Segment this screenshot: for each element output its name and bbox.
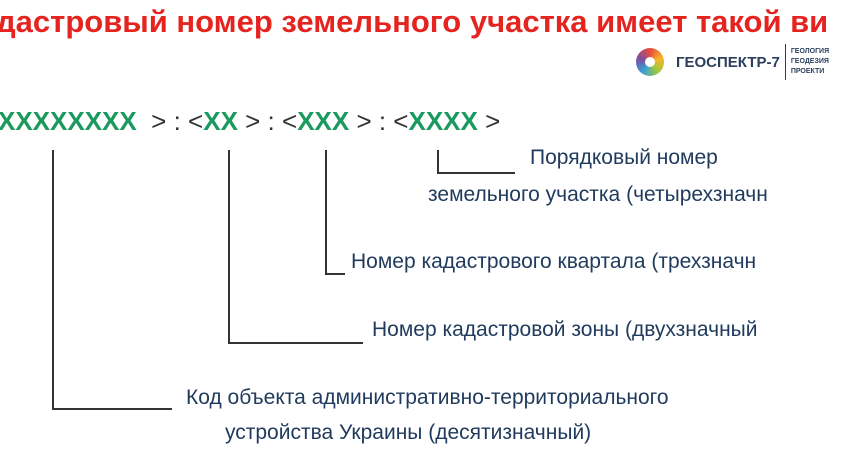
connector-line (437, 172, 515, 174)
logo-subtitle: ГЕОЛОГИЯ ГЕОДЕЗИЯ ПРОЕКТИ (791, 47, 829, 77)
separator: > : < (237, 106, 298, 136)
connector-line (228, 342, 363, 344)
connector-line (325, 150, 327, 275)
koatuu-label: Код объекта административно-территориаль… (186, 386, 669, 409)
logo-name: ГЕОСПЕКТР-7 (676, 53, 780, 71)
separator: > (477, 106, 501, 136)
quarter-placeholder: XXX (297, 106, 350, 136)
plot-label: земельного участка (четырехзначн (428, 183, 768, 206)
connector-line (437, 150, 439, 174)
logo-divider (784, 44, 786, 80)
zone-label: Номер кадастровой зоны (двухзначный (372, 318, 758, 341)
koatuu-placeholder: XXXXXXXX (0, 106, 137, 136)
quarter-label: Номер кадастрового квартала (трехзначн (351, 250, 757, 273)
plot-label: Порядковый номер (530, 146, 718, 169)
logo-line: ГЕОЛОГИЯ (790, 48, 830, 55)
koatuu-label: устройства Украины (десятизначный) (225, 421, 592, 444)
plot-placeholder: XXXX (408, 106, 478, 136)
logo-icon (636, 48, 664, 76)
connector-line (52, 408, 172, 410)
logo-line: ГЕОДЕЗИЯ (790, 58, 829, 65)
connector-line (325, 273, 345, 275)
zone-placeholder: XX (203, 106, 238, 136)
connector-line (228, 150, 230, 344)
connector-line (52, 150, 54, 410)
cadastral-number-format: XXXXXXXX > : <XX > : <XXX > : <XXXX > (0, 106, 500, 137)
page-title: дастровый номер земельного участка имеет… (0, 4, 829, 39)
separator: > : < (349, 106, 409, 136)
separator: > : < (136, 106, 204, 136)
logo: ГЕОСПЕКТР-7 ГЕОЛОГИЯ ГЕОДЕЗИЯ ПРОЕКТИ (636, 44, 829, 80)
logo-line: ПРОЕКТИ (790, 68, 825, 75)
